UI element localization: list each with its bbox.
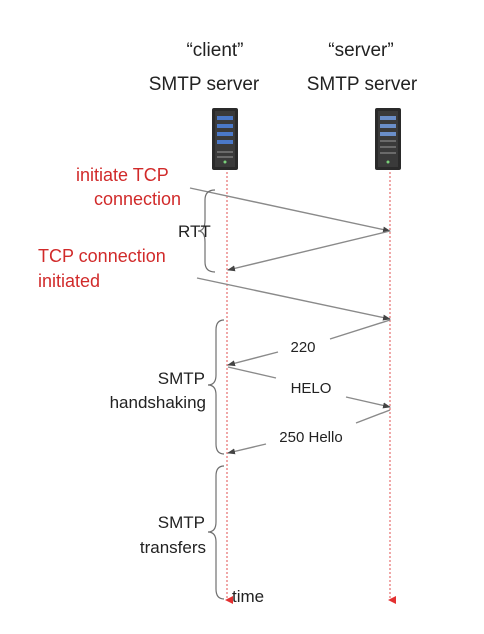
transfers-bracket bbox=[207, 465, 225, 600]
msg-220-arrow-b bbox=[227, 351, 279, 367]
smtp-transfers-label-2: transfers bbox=[140, 538, 206, 557]
initiate-tcp-label-2: connection bbox=[94, 189, 181, 209]
tcp-ack-arrow bbox=[196, 277, 391, 321]
tcp-synack-arrow bbox=[227, 230, 391, 272]
msg-helo-label: HELO bbox=[291, 380, 332, 397]
msg-250-label: 250 Hello bbox=[279, 429, 342, 446]
smtp-handshaking-label-2: handshaking bbox=[110, 393, 206, 412]
server-icon bbox=[212, 108, 238, 170]
client-header-line1: “client” bbox=[186, 40, 243, 61]
tcp-syn-arrow bbox=[189, 187, 391, 233]
msg-250-arrow-b bbox=[227, 443, 267, 455]
server-header-line2: SMTP server bbox=[307, 74, 418, 95]
msg-250-arrow-a bbox=[355, 409, 391, 424]
server-icon bbox=[375, 108, 401, 170]
rtt-bracket bbox=[197, 189, 216, 273]
msg-helo-arrow-b bbox=[345, 396, 391, 409]
msg-helo-arrow-a bbox=[227, 366, 277, 379]
smtp-transfers-label-1: SMTP bbox=[158, 513, 205, 532]
tcp-initiated-label: TCP connection bbox=[38, 246, 166, 266]
tcp-initiated-label-2: initiated bbox=[38, 271, 100, 291]
initiate-tcp-label: initiate TCP bbox=[76, 165, 169, 185]
rtt-label: RTT bbox=[178, 222, 211, 241]
time-label: time bbox=[232, 587, 264, 606]
client-header-line2: SMTP server bbox=[149, 74, 260, 95]
smtp-handshaking-label-1: SMTP bbox=[158, 369, 205, 388]
server-header-line1: “server” bbox=[328, 40, 393, 61]
msg-220-label: 220 bbox=[290, 339, 315, 356]
msg-220-arrow-a bbox=[329, 319, 391, 340]
handshake-bracket bbox=[207, 319, 225, 455]
